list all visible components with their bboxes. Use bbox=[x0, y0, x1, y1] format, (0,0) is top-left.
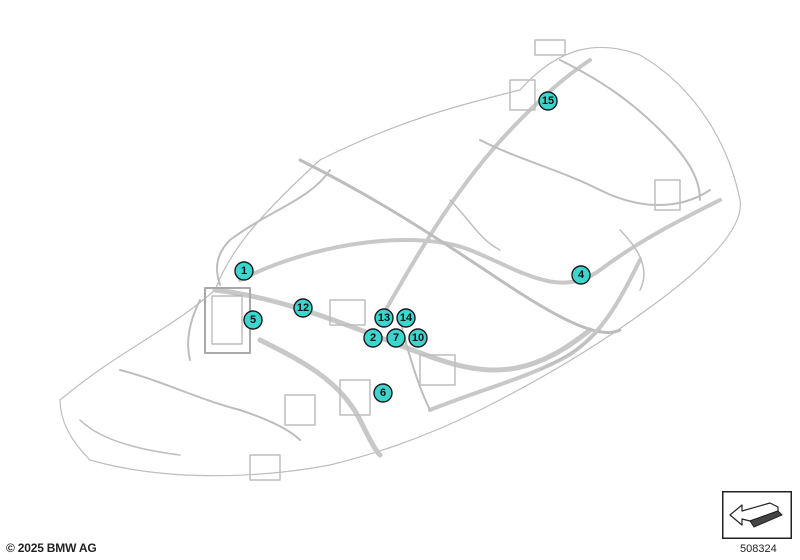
direction-arrow-icon bbox=[722, 491, 792, 539]
callout-12[interactable]: 12 bbox=[293, 298, 313, 318]
callout-12-label: 12 bbox=[297, 302, 309, 314]
callout-5[interactable]: 5 bbox=[243, 310, 263, 330]
callout-13[interactable]: 13 bbox=[374, 308, 394, 328]
callout-14[interactable]: 14 bbox=[396, 308, 416, 328]
callout-10[interactable]: 10 bbox=[408, 328, 428, 348]
callout-2-label: 2 bbox=[370, 332, 376, 344]
callout-7-label: 7 bbox=[393, 332, 399, 344]
callout-7[interactable]: 7 bbox=[386, 328, 406, 348]
callout-6[interactable]: 6 bbox=[373, 383, 393, 403]
copyright-notice: © 2025 BMW AG bbox=[6, 541, 97, 555]
callout-15[interactable]: 15 bbox=[538, 91, 558, 111]
callout-13-label: 13 bbox=[378, 312, 390, 324]
callout-5-label: 5 bbox=[250, 314, 256, 326]
callout-6-label: 6 bbox=[380, 387, 386, 399]
callout-1-label: 1 bbox=[241, 265, 247, 277]
diagram-number: 508324 bbox=[740, 543, 777, 555]
callout-14-label: 14 bbox=[400, 312, 413, 324]
wiring-harness bbox=[59, 39, 741, 481]
callout-4-label: 4 bbox=[578, 269, 585, 281]
callout-2[interactable]: 2 bbox=[363, 328, 383, 348]
callout-4[interactable]: 4 bbox=[571, 265, 591, 285]
callout-15-label: 15 bbox=[542, 95, 554, 107]
callout-1[interactable]: 1 bbox=[234, 261, 254, 281]
callout-10-label: 10 bbox=[412, 332, 424, 344]
